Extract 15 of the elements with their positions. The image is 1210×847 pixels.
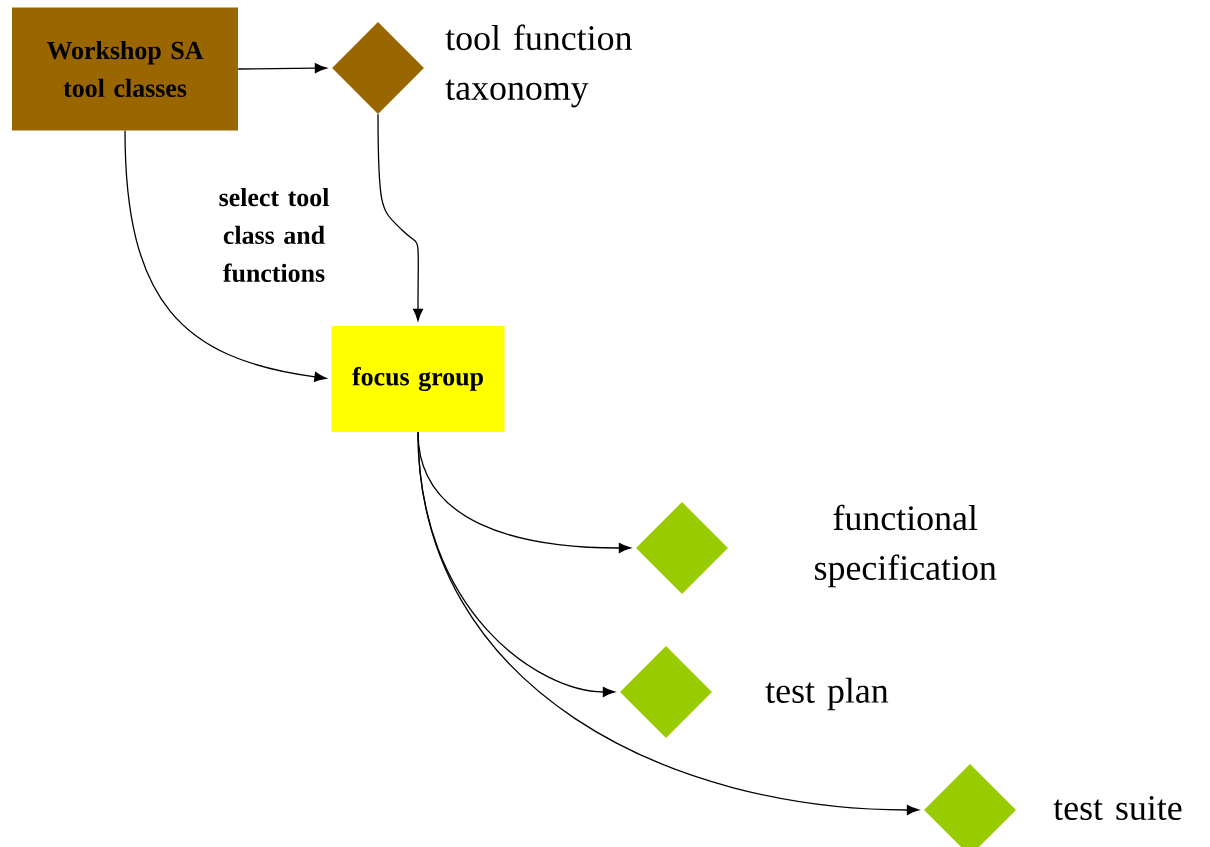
arrow: [417, 431, 919, 815]
arrow: [377, 113, 423, 321]
arrow: [237, 63, 327, 74]
node-caption: test suite: [1053, 795, 1182, 821]
node-caption: test plan: [765, 677, 889, 711]
process-box: Workshop SA tool classes: [12, 7, 238, 131]
arrow: [124, 130, 327, 382]
diamond-shape: [924, 764, 1016, 847]
process-box: focus group: [331, 326, 505, 432]
node-caption: tool function taxonomy: [445, 24, 632, 108]
diamond-shape: [636, 502, 728, 594]
diamond-shape: [620, 646, 712, 738]
edge-label: select tool class and functions: [219, 188, 329, 282]
node-caption: functional specification: [815, 504, 997, 588]
diamond-shape: [332, 22, 424, 114]
